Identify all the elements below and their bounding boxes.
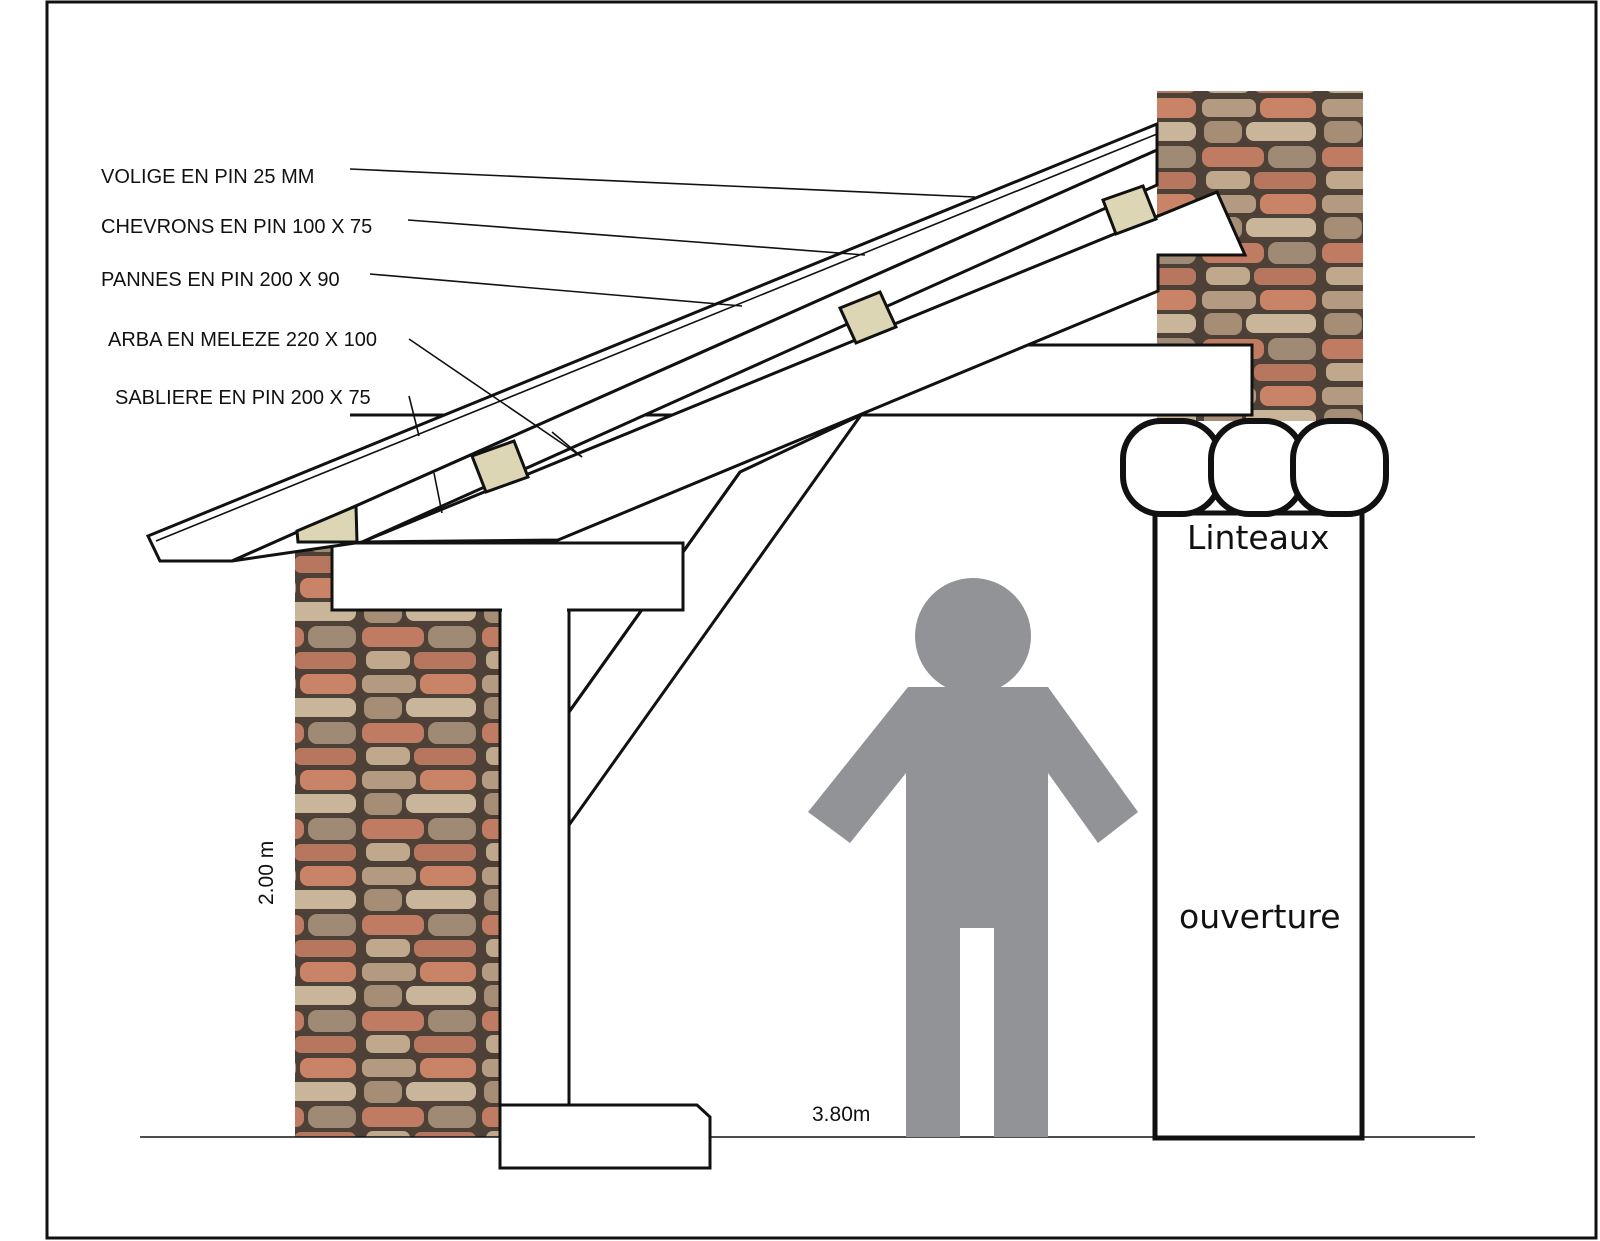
- label-volige: VOLIGE EN PIN 25 MM: [101, 166, 314, 188]
- purlin-block-2: [470, 439, 530, 494]
- frame-border: [45, 0, 1598, 1240]
- post-cap: [502, 608, 567, 612]
- label-arba: ARBA EN MELEZE 220 X 100: [108, 329, 377, 351]
- left-stone-wall: [295, 542, 501, 1137]
- leader-chevrons: [407, 219, 866, 256]
- post-footing: [498, 1103, 712, 1170]
- leader-volige: [349, 168, 976, 198]
- person-head: [915, 578, 1031, 694]
- label-height: 2.00 m: [255, 841, 278, 905]
- brace-inner: [567, 471, 742, 713]
- person-silhouette: [808, 578, 1138, 1137]
- roof-chevron-edge: [155, 133, 1158, 542]
- label-chevrons: CHEVRONS EN PIN 100 X 75: [101, 216, 372, 238]
- leader-arba: [408, 338, 583, 458]
- leader-sabliere-2: [433, 472, 443, 514]
- leader-arba-2: [551, 431, 583, 458]
- label-sabliere: SABLIERE EN PIN 200 X 75: [115, 387, 371, 409]
- leader-pannes: [369, 273, 743, 307]
- label-pannes: PANNES EN PIN 200 X 90: [101, 269, 340, 291]
- person-body: [808, 687, 1138, 1137]
- roof-chevron: [231, 147, 1159, 563]
- label-ouverture: ouverture: [1179, 897, 1341, 936]
- lintel-logs: [1120, 418, 1389, 517]
- lintel-log-2: [1208, 418, 1306, 517]
- post: [498, 608, 571, 1107]
- purlin-block-3: [837, 290, 899, 345]
- sabliere-body: [330, 541, 685, 612]
- label-width: 3.80m: [812, 1103, 870, 1126]
- purlin-block-4: [1101, 184, 1158, 236]
- lintel-log-1: [1120, 418, 1223, 517]
- purlin-block-1: [295, 503, 359, 544]
- arba-beam: [361, 190, 1248, 544]
- lintel-log-3: [1290, 418, 1389, 517]
- opening: [1152, 510, 1365, 1141]
- label-linteaux: Linteaux: [1187, 518, 1329, 557]
- leader-sabliere: [408, 395, 420, 437]
